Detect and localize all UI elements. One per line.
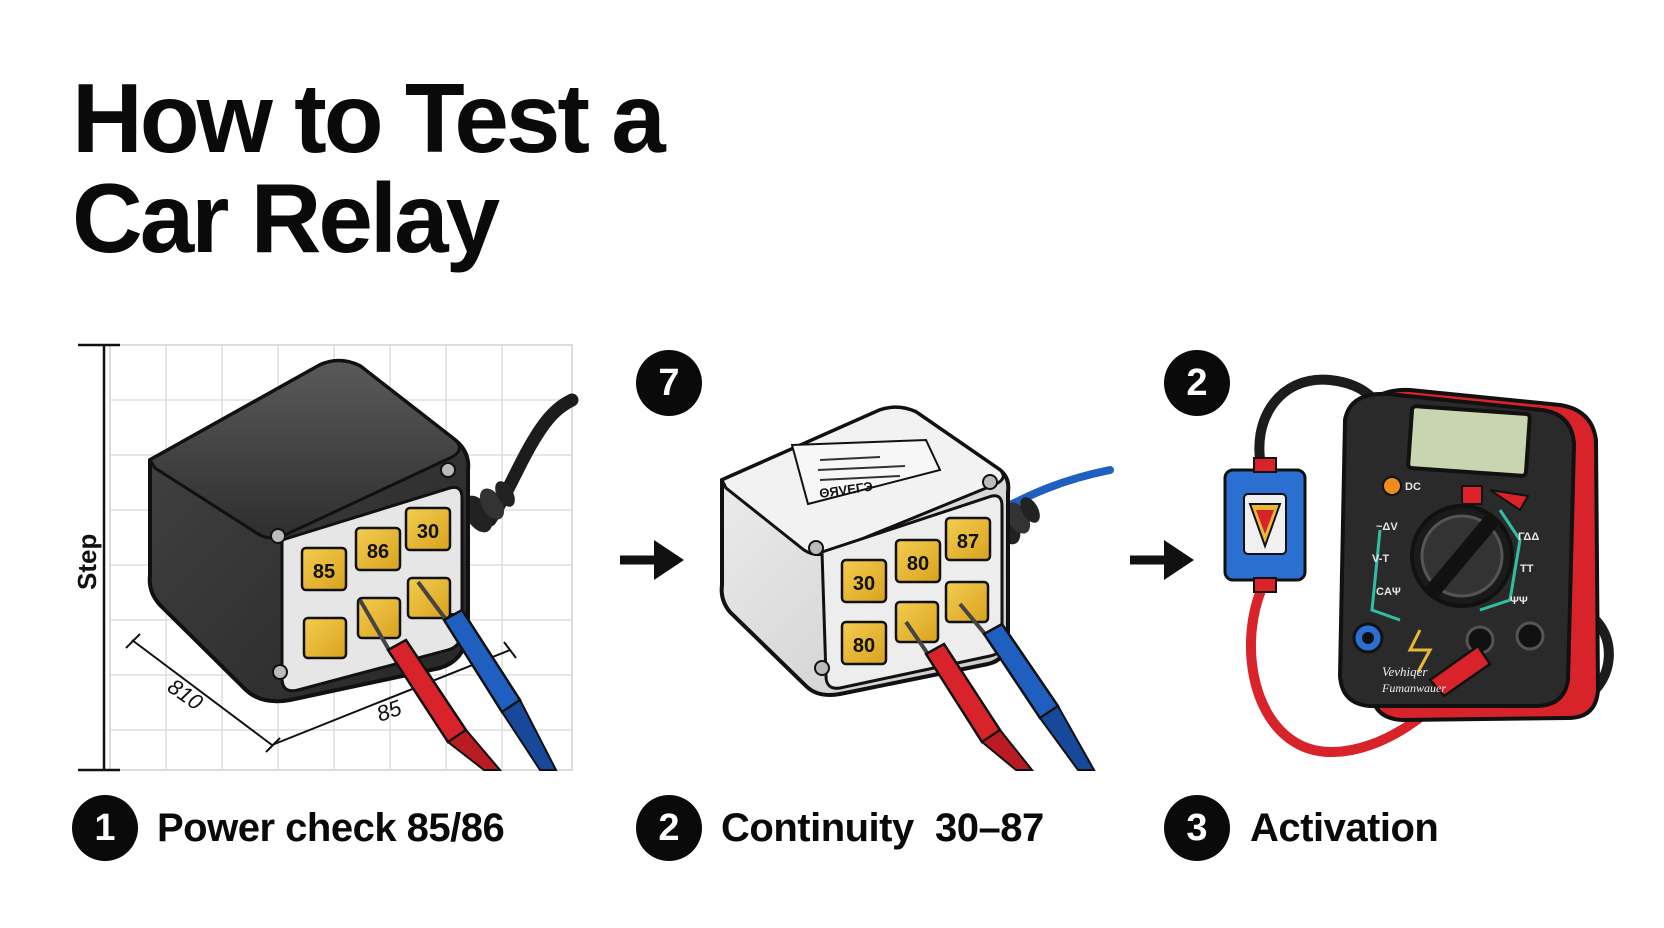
dial-label: CAΨ	[1376, 586, 1401, 598]
step-3-label: Activation	[1250, 806, 1439, 850]
terminal-86: 86	[354, 526, 402, 572]
svg-text:85: 85	[313, 561, 335, 583]
dial-label: V-T	[1372, 553, 1389, 565]
meter-text-line-2: Fumanwauer	[1381, 681, 1446, 695]
step-2-label: Continuity 30–87	[721, 806, 1044, 850]
panel-1-red-probe	[358, 598, 503, 771]
panel-2-blue-probe	[958, 602, 1096, 771]
step-2-badge: 2	[636, 795, 702, 861]
dial-label: ΓΔΔ	[1518, 531, 1539, 543]
panel-2-red-probe	[904, 620, 1035, 771]
terminal-blank-2	[356, 596, 402, 640]
svg-text:80: 80	[907, 553, 929, 575]
dial-label: ~ΔV	[1376, 521, 1398, 533]
terminal-85: 85	[300, 546, 348, 592]
dial-label: ΨΨ	[1510, 595, 1528, 607]
panel-2-terminals: 30 80 87 80	[840, 516, 992, 666]
arrow-right-icon	[1130, 540, 1194, 580]
svg-text:87: 87	[957, 531, 979, 553]
step-1-label: Power check 85/86	[157, 806, 505, 850]
dial-label: TT	[1520, 563, 1534, 575]
svg-text:30: 30	[853, 573, 875, 595]
page-title: How to Test a Car Relay	[72, 68, 772, 268]
terminal-80-bottom: 80	[840, 620, 888, 666]
panel-1-cable-boot	[463, 481, 515, 533]
terminal-30: 30	[404, 506, 452, 552]
panel-1-axis-label: Step	[72, 534, 102, 590]
panel-3-red-lead	[1246, 583, 1445, 758]
step-3-badge: 3	[1164, 795, 1230, 861]
terminal-87: 87	[944, 516, 992, 562]
terminal-blank-1	[894, 600, 940, 644]
panel-1-vertical-ruler	[78, 343, 120, 772]
panel-2-top-badge: 7	[636, 350, 702, 416]
terminal-blank-2	[944, 580, 990, 624]
panel-3-top-badge: 2	[1164, 350, 1230, 416]
arrow-right-icon	[620, 540, 684, 580]
dial-label: DC	[1405, 481, 1421, 493]
panel-3-indicator-module	[1223, 457, 1307, 593]
title-line-1: How to Test a	[72, 63, 666, 173]
meter-text-line-1: Vevhiqer	[1382, 664, 1428, 679]
terminal-30: 30	[840, 558, 888, 604]
panel-1-dimension-lines	[125, 633, 517, 753]
svg-text:86: 86	[367, 541, 389, 563]
svg-text:80: 80	[853, 635, 875, 657]
panel-2-plate-text: ΘЯVEΓЭ	[818, 479, 873, 501]
step-1-badge: 1	[72, 795, 138, 861]
panel-1-blue-probe	[416, 580, 558, 771]
svg-text:30: 30	[417, 521, 439, 543]
panel-3-multimeter: DC ~ΔV V-T CAΨ ΓΔΔ TT ΨΨ Vevhiqer Fumanw…	[1337, 387, 1601, 723]
terminal-blank-1	[302, 616, 348, 660]
terminal-80-top: 80	[894, 538, 942, 584]
title-line-2: Car Relay	[72, 163, 500, 273]
